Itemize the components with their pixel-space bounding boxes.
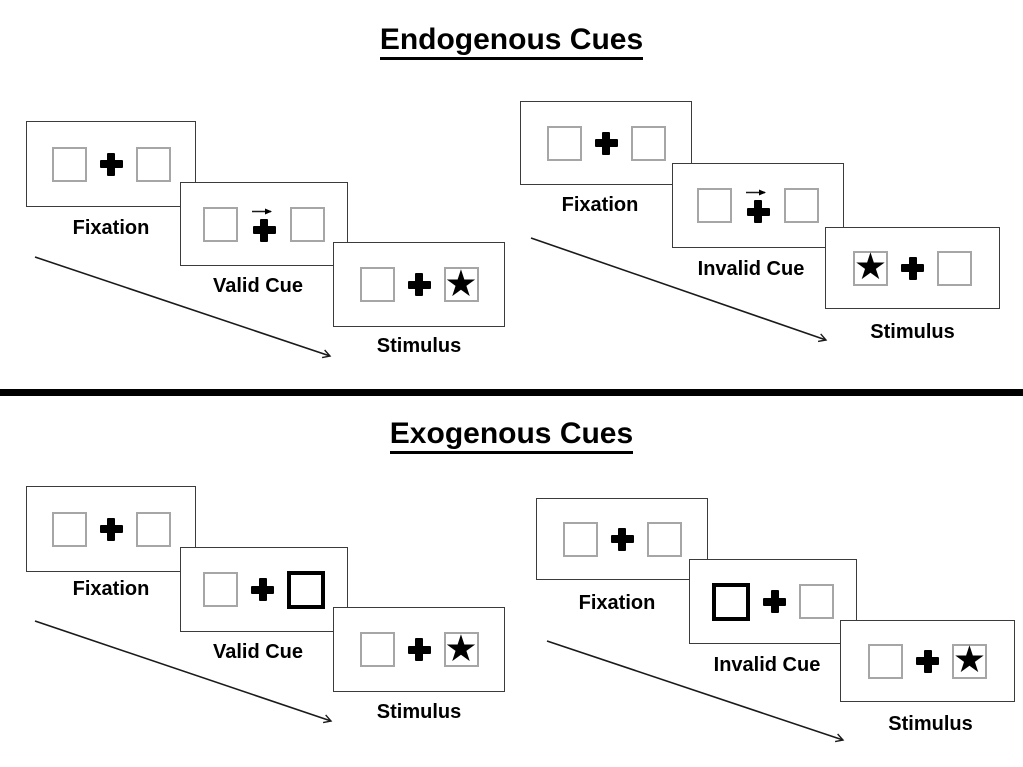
cross-with-arrow xyxy=(251,207,277,242)
fixation-cross-icon xyxy=(99,152,123,176)
fixation-cross-icon xyxy=(407,273,431,296)
fixation-cross-icon xyxy=(99,517,123,541)
panel-label: Stimulus xyxy=(376,701,462,723)
fixation-cross-icon xyxy=(252,218,276,242)
left-placeholder-box xyxy=(546,125,582,161)
left-highlighted-cue-box xyxy=(712,582,750,621)
left-placeholder-box xyxy=(51,511,87,547)
endo-valid-stimulus-panel: ★ xyxy=(333,242,505,327)
timeline-arrow xyxy=(34,256,332,359)
right-placeholder-box xyxy=(937,250,972,286)
right-stimulus-box: ★ xyxy=(443,262,479,304)
exo-valid-stimulus-panel: ★ xyxy=(333,607,505,692)
star-icon: ★ xyxy=(444,262,478,304)
endo-valid-fixation-panel xyxy=(26,121,196,207)
endo-invalid-cue-panel xyxy=(672,163,844,248)
fixation-cross-icon xyxy=(916,649,939,673)
fixation-cross-icon xyxy=(763,590,786,613)
exo-valid-cue-panel xyxy=(180,547,348,632)
panel-label: Fixation xyxy=(578,592,656,614)
panel-label: Valid Cue xyxy=(212,641,304,663)
panel-label: Fixation xyxy=(72,217,150,239)
panel-label: Fixation xyxy=(561,194,639,216)
left-placeholder-box xyxy=(697,188,732,223)
exo-invalid-fixation-panel xyxy=(536,498,708,580)
right-arrow-icon xyxy=(252,208,272,214)
right-stimulus-box: ★ xyxy=(952,639,987,680)
exo-invalid-cue-panel xyxy=(689,559,857,644)
section-divider xyxy=(0,389,1023,396)
fixation-cross-icon xyxy=(610,527,634,551)
left-placeholder-box xyxy=(51,146,87,182)
timeline-arrow xyxy=(546,640,845,743)
right-placeholder-box xyxy=(646,521,682,557)
left-placeholder-box xyxy=(868,643,903,679)
panel-label: Stimulus xyxy=(870,321,955,343)
exo-valid-fixation-panel xyxy=(26,486,196,572)
panel-label: Invalid Cue xyxy=(697,258,805,280)
fixation-cross-icon xyxy=(407,638,431,661)
panel-label: Stimulus xyxy=(376,335,462,357)
timeline-arrow xyxy=(34,620,333,724)
fixation-cross-icon xyxy=(901,256,924,280)
panel-label: Fixation xyxy=(72,578,150,600)
endo-valid-cue-panel xyxy=(180,182,348,266)
star-icon: ★ xyxy=(444,627,478,669)
panel-label: Invalid Cue xyxy=(713,654,821,676)
right-placeholder-box xyxy=(135,511,171,547)
fixation-cross-icon xyxy=(251,578,274,601)
panel-label: Stimulus xyxy=(888,713,973,735)
panel-label: Valid Cue xyxy=(212,275,304,297)
right-placeholder-box xyxy=(135,146,171,182)
right-placeholder-box xyxy=(784,188,819,223)
endo-invalid-fixation-panel xyxy=(520,101,692,185)
right-placeholder-box xyxy=(290,206,325,242)
left-placeholder-box xyxy=(203,572,238,607)
right-placeholder-box xyxy=(630,125,666,161)
left-placeholder-box xyxy=(359,632,395,667)
exo-invalid-stimulus-panel: ★ xyxy=(840,620,1015,702)
right-placeholder-box xyxy=(799,584,834,619)
fixation-cross-icon xyxy=(594,131,618,155)
right-highlighted-cue-box xyxy=(287,570,325,609)
left-placeholder-box xyxy=(359,267,395,302)
endo-invalid-stimulus-panel: ★ xyxy=(825,227,1000,309)
section-title-exogenous: Exogenous Cues xyxy=(0,417,1023,454)
left-placeholder-box xyxy=(562,521,598,557)
section-title-endogenous: Endogenous Cues xyxy=(0,23,1023,60)
left-stimulus-box: ★ xyxy=(853,246,888,287)
cross-with-arrow xyxy=(745,188,771,223)
left-placeholder-box xyxy=(203,206,238,242)
fixation-cross-icon xyxy=(746,200,770,223)
right-arrow-icon xyxy=(746,189,766,196)
timeline-arrow xyxy=(530,237,828,343)
right-stimulus-box: ★ xyxy=(443,627,479,669)
star-icon: ★ xyxy=(853,246,888,287)
star-icon: ★ xyxy=(952,639,987,680)
